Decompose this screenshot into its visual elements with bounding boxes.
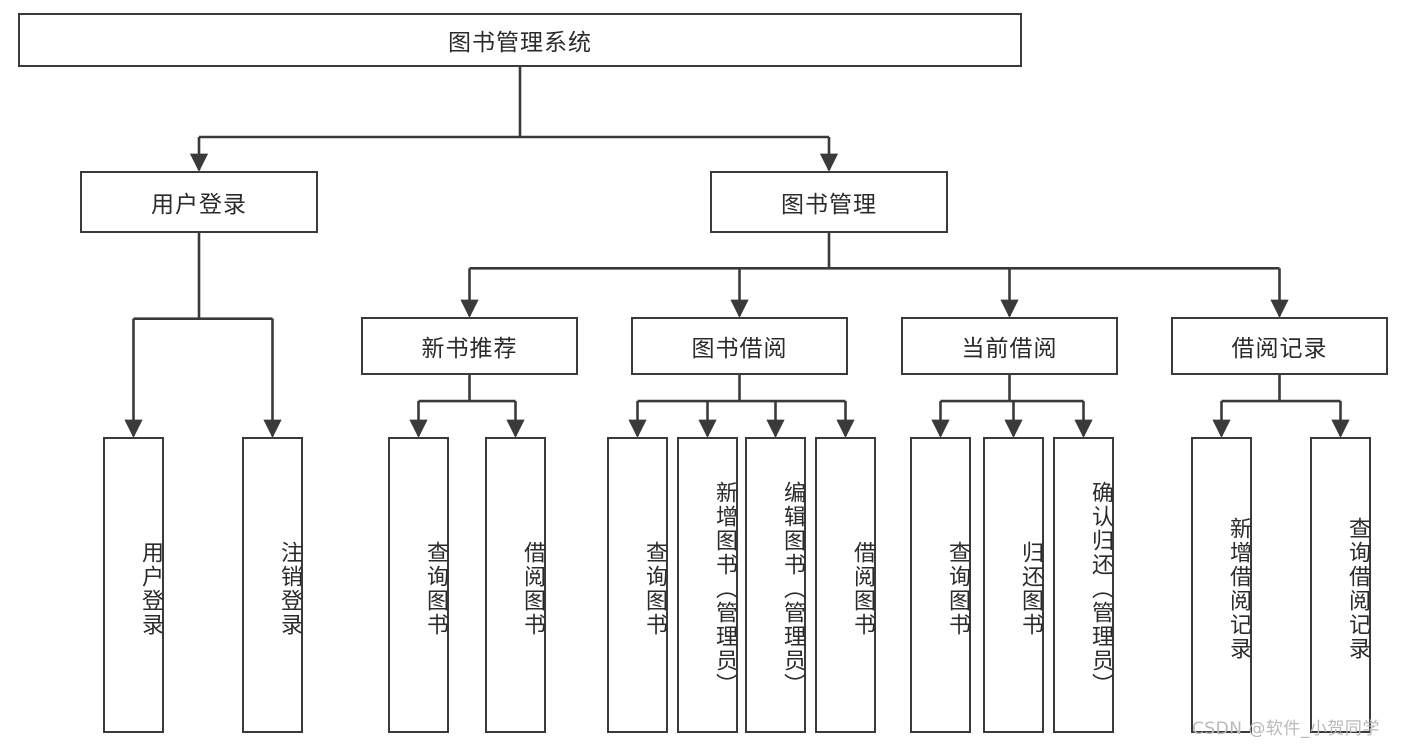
node-label: 新增借阅记录 — [1226, 517, 1251, 661]
node-label: 新增图书（管理员） — [712, 481, 737, 697]
node-label: 查询图书 — [945, 541, 970, 637]
node-leaf-bb-borrow[interactable]: 借阅图书 — [815, 437, 876, 733]
node-leaf-user-login[interactable]: 用户登录 — [103, 437, 164, 733]
node-leaf-rec-add[interactable]: 新增借阅记录 — [1191, 437, 1252, 733]
node-l2-user-login[interactable]: 用户登录 — [80, 171, 318, 233]
node-leaf-cur-return[interactable]: 归还图书 — [983, 437, 1044, 733]
node-label: 新书推荐 — [421, 336, 518, 362]
node-label: 查询借阅记录 — [1345, 517, 1370, 661]
node-leaf-bb-edit[interactable]: 编辑图书（管理员） — [745, 437, 806, 733]
node-label: 借阅记录 — [1231, 336, 1328, 362]
node-leaf-bb-add[interactable]: 新增图书（管理员） — [677, 437, 738, 733]
node-leaf-rec-query[interactable]: 查询借阅记录 — [1310, 437, 1371, 733]
node-label: 图书管理 — [781, 192, 877, 218]
node-leaf-nb-query[interactable]: 查询图书 — [388, 437, 449, 733]
node-label: 归还图书 — [1018, 541, 1043, 637]
node-label: 借阅图书 — [850, 541, 875, 637]
node-label: 确认归还（管理员） — [1088, 481, 1113, 697]
node-label: 用户登录 — [138, 541, 163, 637]
node-label: 借阅图书 — [520, 541, 545, 637]
node-l2-book-manage[interactable]: 图书管理 — [710, 171, 948, 233]
node-label: 注销登录 — [277, 541, 302, 637]
node-label: 图书借阅 — [691, 336, 788, 362]
node-leaf-cur-query[interactable]: 查询图书 — [910, 437, 971, 733]
node-root[interactable]: 图书管理系统 — [18, 13, 1022, 67]
node-leaf-bb-query[interactable]: 查询图书 — [607, 437, 668, 733]
node-l3-borrow[interactable]: 图书借阅 — [631, 317, 848, 375]
node-label: 查询图书 — [642, 541, 667, 637]
node-label: 当前借阅 — [961, 336, 1058, 362]
node-leaf-nb-borrow[interactable]: 借阅图书 — [485, 437, 546, 733]
node-leaf-cur-confirm[interactable]: 确认归还（管理员） — [1053, 437, 1114, 733]
node-label: 查询图书 — [423, 541, 448, 637]
node-l3-current[interactable]: 当前借阅 — [901, 317, 1118, 375]
node-label: 用户登录 — [151, 192, 247, 218]
node-label: 图书管理系统 — [448, 30, 592, 56]
node-l3-records[interactable]: 借阅记录 — [1171, 317, 1388, 375]
node-l3-new-book[interactable]: 新书推荐 — [361, 317, 578, 375]
node-label: 编辑图书（管理员） — [780, 481, 805, 697]
wire-group — [124, 67, 1350, 438]
node-leaf-logout[interactable]: 注销登录 — [242, 437, 303, 733]
